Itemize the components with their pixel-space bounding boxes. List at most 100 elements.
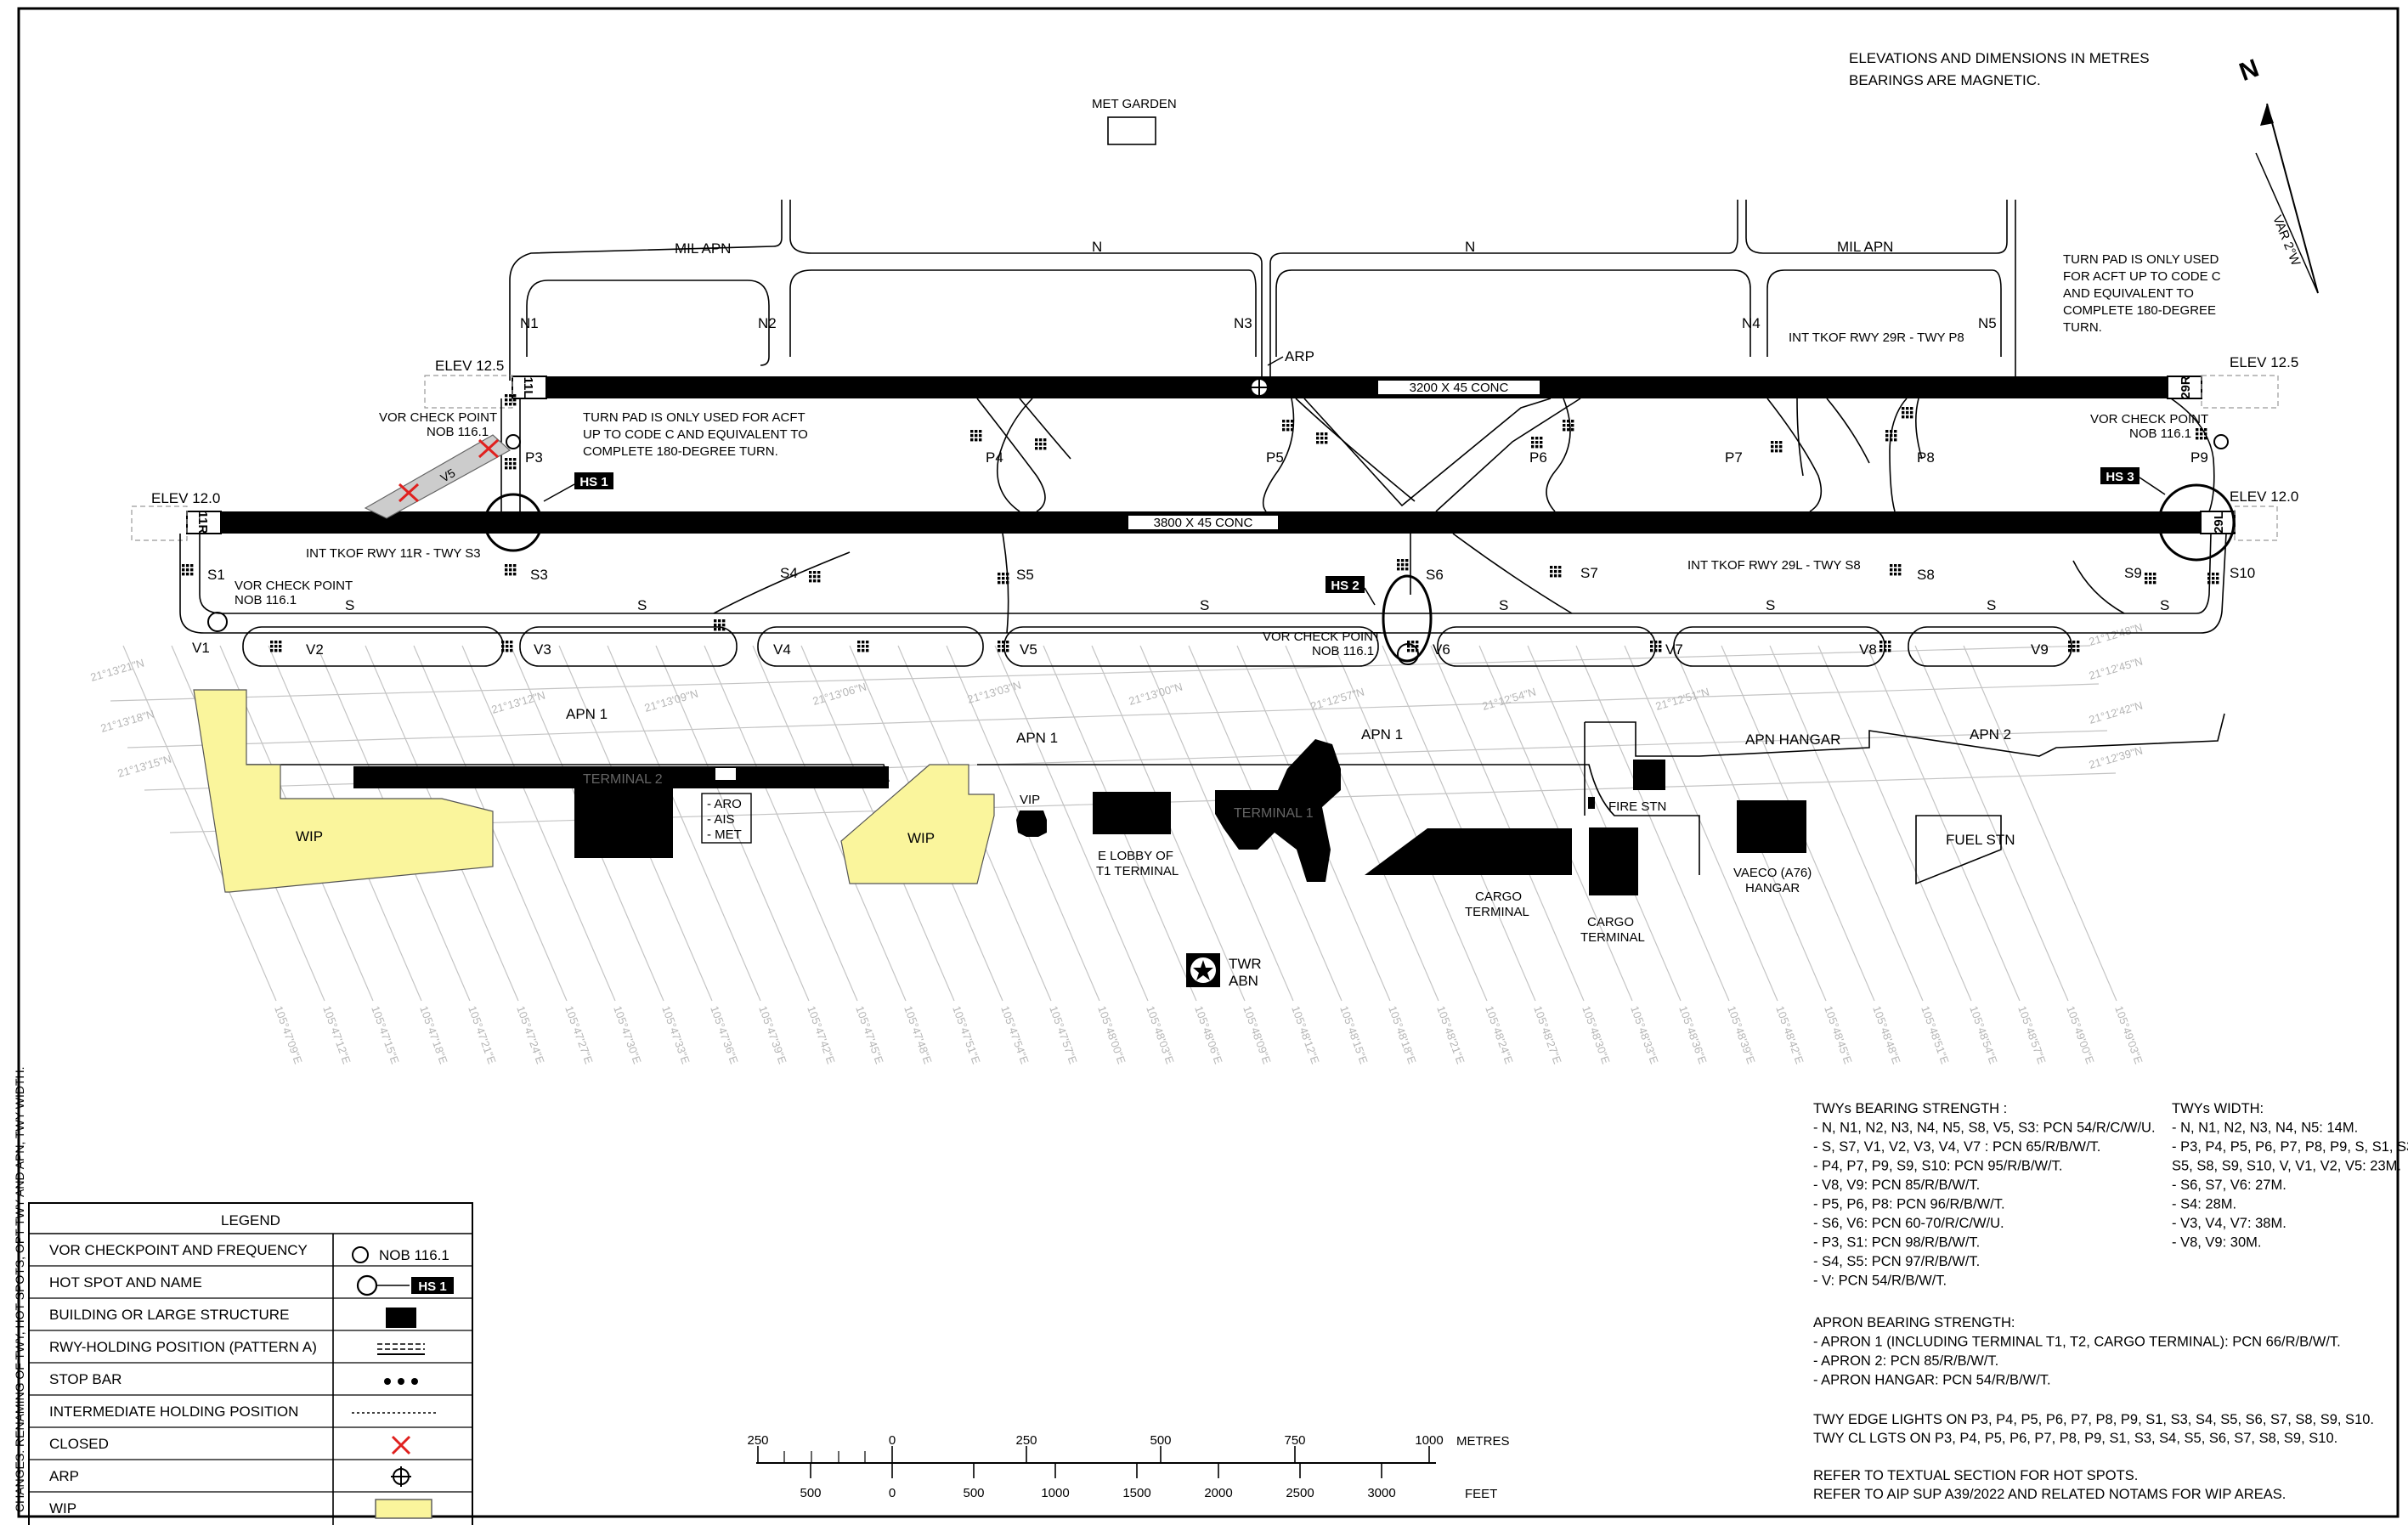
note-line: - V3, V4, V7: 38M. — [2172, 1216, 2286, 1231]
twr-line-1: TWR — [1229, 956, 1262, 972]
scale-metres-tick: 750 — [1284, 1433, 1305, 1448]
wip-label-west: WIP — [296, 828, 323, 844]
lon-label: 105°48'36"E — [1676, 1004, 1710, 1066]
twy-v7: V7 — [1665, 641, 1683, 658]
twy-s8: S8 — [1917, 567, 1935, 583]
twy-v4: V4 — [773, 641, 791, 658]
e-lobby-line-1: E LOBBY OF — [1098, 849, 1173, 863]
twy-n2: N2 — [758, 315, 777, 331]
north-letter: N — [2236, 54, 2263, 87]
lat-label: 21°12'45"N — [2088, 655, 2145, 682]
twy-n1: N1 — [520, 315, 539, 331]
note-line: - P5, P6, P8: PCN 96/R/B/W/T. — [1813, 1197, 2005, 1212]
scale-metres-unit: METRES — [1456, 1434, 1510, 1449]
note-line: - V: PCN 54/R/B/W/T. — [1813, 1274, 1947, 1289]
rwy-end-29r: 29R — [2179, 376, 2193, 399]
lon-label: 105°47'15"E — [369, 1004, 402, 1066]
n-twy-west-label: N — [1092, 239, 1102, 255]
runway-lower-label: 3800 X 45 CONC — [1154, 516, 1253, 530]
twy-s-parallel-5: S — [1766, 597, 1775, 613]
lon-label: 105°49'03"E — [2112, 1004, 2145, 1066]
lat-label: 21°12'54"N — [1481, 686, 1538, 713]
vor-ne-1: VOR CHECK POINT — [2090, 412, 2208, 426]
lat-label: 21°12'39"N — [2088, 744, 2145, 771]
aro-line-2: - AIS — [707, 812, 735, 827]
vor-ne-2: NOB 116.1 — [2129, 426, 2191, 441]
turnpad-east-5: TURN. — [2063, 320, 2102, 335]
vor-sw-2: NOB 116.1 — [235, 593, 297, 607]
lat-label: 21°12'51"N — [1654, 686, 1711, 713]
vor-sw-symbol — [207, 612, 228, 632]
lon-label: 105°48'09"E — [1241, 1004, 1274, 1066]
lon-label: 105°47'36"E — [708, 1004, 741, 1066]
vor-mid-1: VOR CHECK POINT — [1263, 630, 1381, 644]
turnpad-west-3: COMPLETE 180-DEGREE TURN. — [583, 444, 778, 459]
scale-feet-tick: 1000 — [1041, 1486, 1069, 1500]
twy-s-parallel-2: S — [637, 597, 647, 613]
note-line: - APRON 1 (INCLUDING TERMINAL T1, T2, CA… — [1813, 1335, 2341, 1350]
chart-frame — [17, 7, 2400, 1518]
elev-ne: ELEV 12.5 — [2230, 354, 2298, 370]
twy-s-parallel-4: S — [1499, 597, 1508, 613]
vor-nw-2: NOB 116.1 — [427, 425, 489, 439]
lon-label: 105°48'42"E — [1773, 1004, 1806, 1066]
legend-row-label: CLOSED — [49, 1436, 109, 1452]
scale-feet-tick: 500 — [800, 1486, 821, 1500]
vor-nw-1: VOR CHECK POINT — [379, 410, 497, 425]
turnpad-west-1: TURN PAD IS ONLY USED FOR ACFT — [583, 410, 805, 425]
legend-vor-symbol: NOB 116.1 — [379, 1247, 449, 1263]
holding-positions — [182, 394, 2219, 652]
note-line: - APRON HANGAR: PCN 54/R/B/W/T. — [1813, 1373, 2051, 1388]
coordinate-grid — [110, 645, 2117, 1002]
mil-apn-west: MIL APN — [675, 240, 731, 257]
lat-label: 21°12'42"N — [2088, 699, 2145, 726]
elev-se: ELEV 12.0 — [2230, 489, 2298, 505]
lon-label: 105°49'00"E — [2064, 1004, 2097, 1066]
holding-position-marker — [998, 641, 1009, 652]
note-line: S5, S8, S9, S10, V, V1, V2, V5: 23M. — [2172, 1159, 2401, 1174]
fuel-station-label: FUEL STN — [1946, 832, 2015, 848]
wip-area-west — [193, 689, 494, 893]
legend-row-label: HOT SPOT AND NAME — [49, 1274, 202, 1291]
met-garden-box — [1107, 116, 1156, 145]
twy-p9: P9 — [2190, 449, 2208, 466]
twy-p8: P8 — [1917, 449, 1935, 466]
apn1-label-a: APN 1 — [566, 706, 608, 722]
apn2-label: APN 2 — [1970, 726, 2011, 743]
wip-area-central — [840, 764, 995, 884]
changes-side-note: CHANGES: RENAMING OF TWY, HOT SPOTS, OPT… — [13, 1066, 26, 1512]
holding-position-marker — [1035, 438, 1047, 450]
twy-s4: S4 — [780, 565, 798, 581]
mil-apn-east: MIL APN — [1837, 239, 1893, 255]
lon-label: 105°47'45"E — [853, 1004, 886, 1066]
latitude-labels: 21°13'21"N21°13'18"N21°13'15"N21°13'12"N… — [89, 621, 2145, 780]
twy-n5: N5 — [1978, 315, 1997, 331]
note-line: - APRON 2: PCN 85/R/B/W/T. — [1813, 1353, 1998, 1369]
twy-p5: P5 — [1266, 449, 1284, 466]
lat-label: 21°13'21"N — [89, 657, 146, 684]
twy-s10: S10 — [2230, 565, 2255, 581]
lon-label: 105°48'48"E — [1870, 1004, 1903, 1066]
legend-row-label: ARP — [49, 1468, 79, 1484]
holding-position-marker — [1407, 641, 1419, 652]
scale-feet-tick: 1500 — [1122, 1486, 1150, 1500]
lon-label: 105°47'30"E — [611, 1004, 644, 1066]
twy-s-parallel-7: S — [2160, 597, 2169, 613]
vip-label: VIP — [1020, 793, 1040, 807]
cargo-terminal-1 — [1365, 828, 1572, 875]
lat-label: 21°13'03"N — [966, 679, 1023, 706]
arp-label: ARP — [1285, 348, 1314, 364]
twy-s-parallel-1: S — [345, 597, 354, 613]
lon-label: 105°48'51"E — [1919, 1004, 1952, 1066]
apn-hangar-label: APN HANGAR — [1745, 731, 1840, 748]
legend-row-label: WIP — [49, 1500, 76, 1517]
lon-label: 105°47'24"E — [514, 1004, 547, 1066]
turnpad-west-2: UP TO CODE C AND EQUIVALENT TO — [583, 427, 808, 442]
holding-position-marker — [1397, 559, 1409, 571]
turnpad-east-2: FOR ACFT UP TO CODE C — [2063, 269, 2221, 284]
legend-row-label: RWY-HOLDING POSITION (PATTERN A) — [49, 1339, 317, 1355]
apn1-label-b: APN 1 — [1016, 730, 1058, 746]
